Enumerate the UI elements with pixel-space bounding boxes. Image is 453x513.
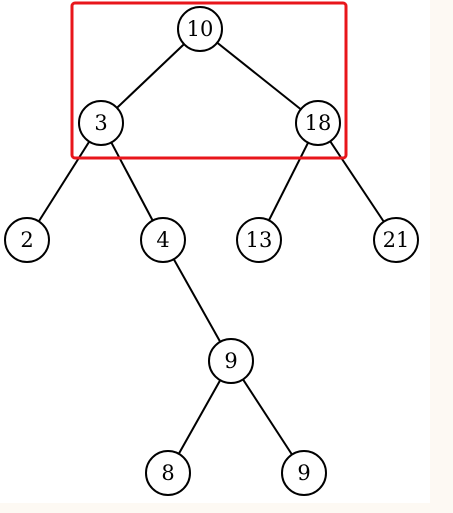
edge-10-18 (199, 28, 319, 124)
tree-node-10: 10 (177, 6, 223, 52)
tree-node-9-upper: 9 (208, 338, 254, 384)
tree-node-9-lower: 9 (281, 450, 327, 496)
tree-node-3: 3 (78, 100, 124, 146)
node-label-9-upper: 9 (224, 349, 237, 373)
tree-node-13: 13 (236, 217, 282, 263)
node-label-4: 4 (156, 228, 169, 252)
node-label-10: 10 (187, 17, 214, 41)
edge-3-2 (26, 122, 102, 241)
node-label-21: 21 (383, 228, 410, 252)
tree-node-2: 2 (4, 217, 50, 263)
tree-node-8: 8 (145, 450, 191, 496)
node-label-9-lower: 9 (297, 461, 310, 485)
highlight-box (70, 1, 348, 160)
node-label-18: 18 (305, 111, 332, 135)
edge-4-9 (162, 239, 232, 362)
node-label-13: 13 (246, 228, 273, 252)
tree-edges (26, 28, 397, 474)
node-label-8: 8 (161, 461, 174, 485)
tree-node-4: 4 (140, 217, 186, 263)
tree-nodes: 10 3 18 2 4 13 (4, 6, 419, 496)
node-label-3: 3 (94, 111, 107, 135)
node-label-2: 2 (20, 228, 33, 252)
tree-node-18: 18 (295, 100, 341, 146)
edge-18-21 (317, 122, 397, 241)
tree-node-21: 21 (373, 217, 419, 263)
